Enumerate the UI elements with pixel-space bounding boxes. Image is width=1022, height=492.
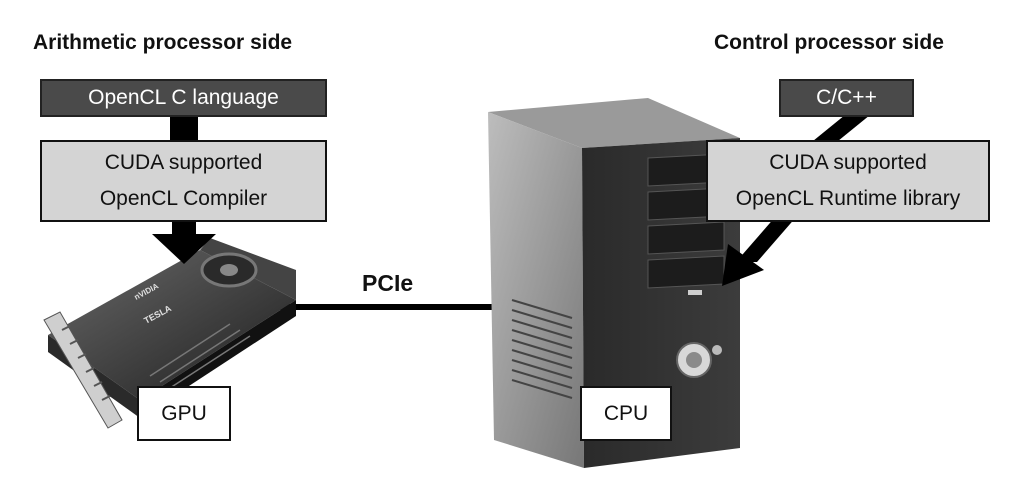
compiler-line2: OpenCL Compiler xyxy=(99,187,268,210)
compiler-line1: CUDA supported xyxy=(104,151,263,174)
runtime-line2: OpenCL Runtime library xyxy=(735,187,961,210)
cpp-language-label: C/C++ xyxy=(816,86,877,109)
right-heading: Control processor side xyxy=(714,31,944,54)
arrow-compiler-to-gpu xyxy=(152,222,216,264)
pcie-label: PCIe xyxy=(362,270,414,296)
gpu-label-box: GPU xyxy=(137,386,231,441)
cpu-label: CPU xyxy=(603,401,649,425)
cpu-label-box: CPU xyxy=(580,386,672,441)
runtime-line1: CUDA supported xyxy=(769,151,927,174)
cpu-tower-image xyxy=(488,98,740,468)
opencl-c-language-label: OpenCL C language xyxy=(88,86,279,109)
opencl-compiler-box: CUDA supported OpenCL Compiler xyxy=(40,140,327,222)
cpp-language-box: C/C++ xyxy=(779,79,914,117)
arrow-cpp-to-runtime xyxy=(813,115,870,141)
left-heading: Arithmetic processor side xyxy=(33,31,293,54)
opencl-runtime-box: CUDA supported OpenCL Runtime library xyxy=(706,140,990,222)
opencl-c-language-box: OpenCL C language xyxy=(40,79,327,117)
left-arrows xyxy=(152,115,216,264)
gpu-label: GPU xyxy=(161,401,207,425)
arrow-runtime-to-tower xyxy=(722,216,797,286)
right-arrows xyxy=(722,115,870,286)
arrow-language-to-compiler xyxy=(170,115,198,141)
